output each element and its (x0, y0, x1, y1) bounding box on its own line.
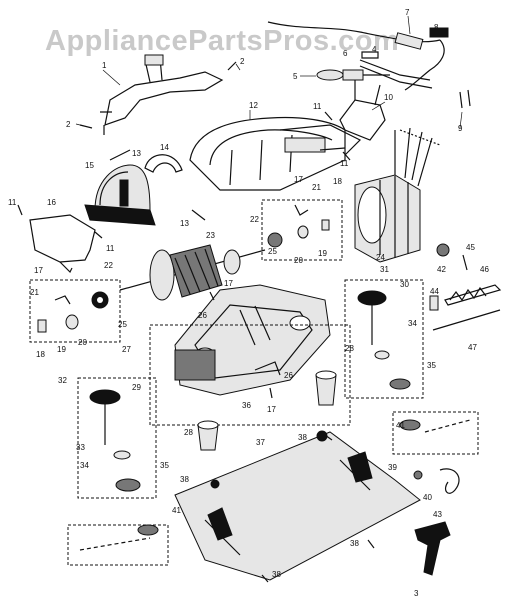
callout-1: 1 (102, 61, 107, 70)
callout-39: 39 (388, 463, 397, 472)
callout-46: 46 (480, 265, 489, 274)
callout-30: 30 (400, 280, 409, 289)
callout-27: 27 (122, 345, 131, 354)
callout-5: 5 (293, 72, 298, 81)
callout-21a: 21 (30, 288, 39, 297)
callout-25a: 25 (118, 320, 127, 329)
blade-clamp-right (399, 419, 471, 433)
callout-35a: 35 (160, 461, 169, 470)
blade-and-clips (413, 243, 502, 576)
callout-9: 9 (458, 124, 463, 133)
switch-bracket (339, 80, 386, 141)
callout-34a: 34 (80, 461, 89, 470)
callout-21b: 21 (312, 183, 321, 192)
callout-17b: 17 (294, 175, 303, 184)
watermark: AppliancePartsPros.com (45, 25, 399, 57)
housing-group-box (149, 324, 351, 426)
mounting-bracket (100, 54, 224, 135)
callout-16: 16 (47, 198, 56, 207)
callout-2b: 2 (240, 57, 245, 66)
callout-32: 32 (58, 376, 67, 385)
callout-11d: 11 (8, 198, 17, 207)
callout-13a: 13 (132, 149, 141, 158)
callout-34b: 34 (408, 319, 417, 328)
callout-17a: 17 (34, 266, 43, 275)
callout-42: 42 (437, 265, 446, 274)
blade-guard (84, 164, 156, 226)
callout-3: 3 (414, 589, 419, 598)
callout-13b: 13 (180, 219, 189, 228)
left-bearing-group (29, 279, 121, 343)
callout-41b: 41 (396, 421, 405, 430)
callout-4: 4 (372, 45, 377, 54)
blade-clamp-group-right (392, 411, 479, 455)
callout-33: 33 (76, 443, 85, 452)
callout-18b: 18 (333, 177, 342, 186)
callout-36: 36 (242, 401, 251, 410)
callout-19a: 19 (57, 345, 66, 354)
callout-22b: 22 (250, 215, 259, 224)
field-coil (354, 127, 441, 263)
callout-12: 12 (249, 101, 258, 110)
blade-clamp-left (79, 524, 159, 551)
left-bracket (29, 214, 96, 274)
callout-40: 40 (423, 493, 432, 502)
callout-45: 45 (466, 243, 475, 252)
base-plate (174, 430, 421, 581)
right-bearing-group (261, 199, 343, 261)
callout-28b: 28 (345, 344, 354, 353)
callout-26b: 26 (284, 371, 293, 380)
callout-20b: 20 (294, 256, 303, 265)
blade-clamp-group-left (67, 524, 169, 566)
callout-37: 37 (256, 438, 265, 447)
gear-housing (174, 284, 331, 396)
callout-35b: 35 (427, 361, 436, 370)
callout-22a: 22 (104, 261, 113, 270)
callout-43: 43 (433, 510, 442, 519)
callout-19b: 19 (318, 249, 327, 258)
callout-11a: 11 (313, 102, 322, 111)
clip-and-screws (109, 149, 206, 221)
callout-29: 29 (132, 383, 141, 392)
callout-31: 31 (380, 265, 389, 274)
callout-11b: 11 (340, 159, 349, 168)
callout-47: 47 (468, 343, 477, 352)
callout-38a: 38 (298, 433, 307, 442)
callout-26a: 26 (198, 311, 207, 320)
callout-labels: 1 2 2 3 4 5 6 7 8 9 10 11 11 11 11 12 13… (8, 8, 489, 598)
right-gear-assembly (344, 279, 424, 399)
callout-25b: 25 (268, 247, 277, 256)
callout-24: 24 (376, 253, 385, 262)
power-cord (267, 21, 449, 91)
callout-6: 6 (343, 49, 348, 58)
callout-38b: 38 (180, 475, 189, 484)
callout-2a: 2 (66, 120, 71, 129)
switch-assembly (316, 51, 390, 81)
left-gear-assembly (77, 377, 157, 499)
leader-lines (75, 15, 463, 129)
callout-17d: 17 (267, 405, 276, 414)
callout-41a: 41 (172, 506, 181, 515)
callout-15: 15 (85, 161, 94, 170)
callout-23: 23 (206, 231, 215, 240)
screws (17, 61, 471, 583)
callout-7: 7 (405, 8, 410, 17)
callout-20a: 20 (78, 338, 87, 347)
bushings (197, 370, 337, 451)
callout-38c: 38 (350, 539, 359, 548)
callout-8: 8 (434, 23, 439, 32)
callout-18a: 18 (36, 350, 45, 359)
callout-28a: 28 (184, 428, 193, 437)
callout-44: 44 (430, 287, 439, 296)
callout-14: 14 (160, 143, 169, 152)
callout-11c: 11 (106, 244, 115, 253)
callout-38d: 38 (272, 570, 281, 579)
motor-housing (189, 116, 362, 191)
armature (119, 244, 266, 301)
callout-17c: 17 (224, 279, 233, 288)
callout-10: 10 (384, 93, 393, 102)
